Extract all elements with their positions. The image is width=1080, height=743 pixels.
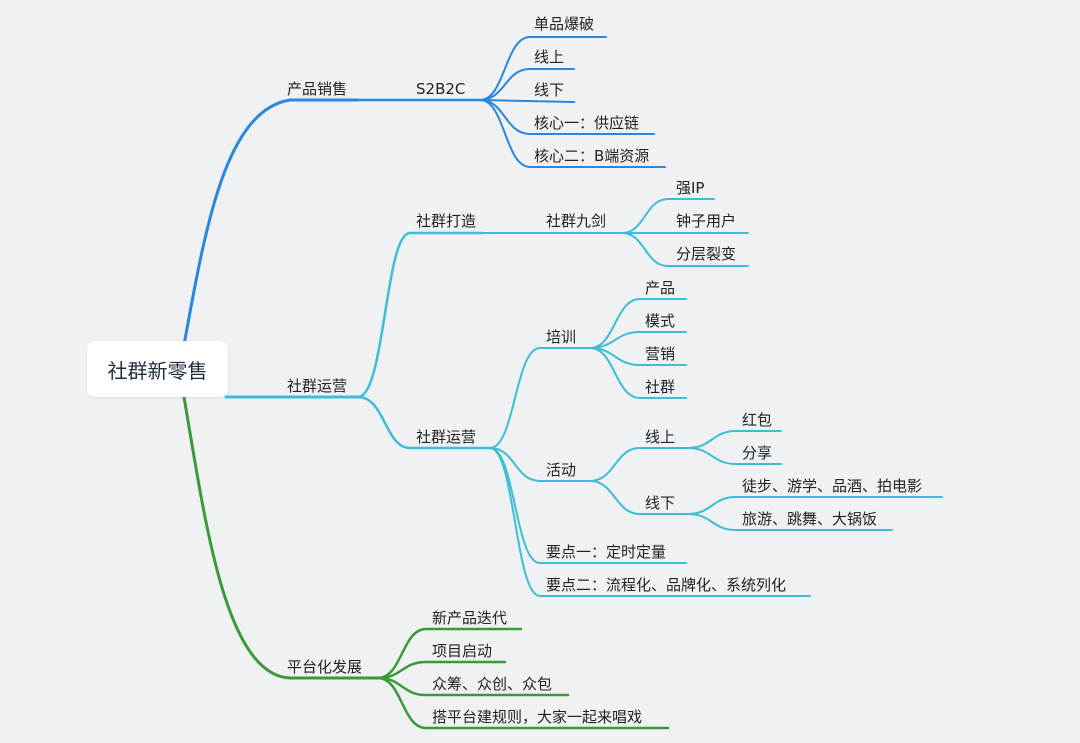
node-training-item[interactable]: 社群 xyxy=(645,378,676,396)
branch-platform-wires xyxy=(182,395,670,730)
wire-root-sales xyxy=(182,98,359,347)
node-platform[interactable]: 平台化发展 xyxy=(287,658,363,676)
wire-offline-item-1 xyxy=(687,513,893,531)
wire-platform-item-3 xyxy=(376,676,670,730)
node-ops-point1[interactable]: 要点一：定时定量 xyxy=(546,543,667,561)
node-ops-point2[interactable]: 要点二：流程化、品牌化、系统列化 xyxy=(546,576,787,594)
node-nine-item[interactable]: 分层裂变 xyxy=(676,245,737,263)
node-online-item[interactable]: 红包 xyxy=(742,411,773,429)
node-online-item[interactable]: 分享 xyxy=(742,444,773,462)
node-platform-item[interactable]: 众筹、众创、众包 xyxy=(432,675,553,693)
root-node[interactable]: 社群新零售 xyxy=(87,341,228,397)
node-activity[interactable]: 活动 xyxy=(546,461,577,479)
node-training-item[interactable]: 模式 xyxy=(645,312,676,330)
node-s2b2c-item[interactable]: 线下 xyxy=(534,81,565,99)
node-activity-offline[interactable]: 线下 xyxy=(645,494,676,512)
node-s2b2c-item[interactable]: 核心一：供应链 xyxy=(534,114,640,132)
node-s2b2c-item[interactable]: 核心二：B端资源 xyxy=(534,147,650,165)
wire-online-item-1 xyxy=(687,447,782,465)
wire-ops-training xyxy=(489,347,591,449)
node-sales[interactable]: 产品销售 xyxy=(287,80,348,98)
wire-online-item-0 xyxy=(687,430,782,449)
wire-training-item-0 xyxy=(589,298,687,349)
wire-s2b2c-item-1 xyxy=(479,68,575,101)
node-offline-item[interactable]: 旅游、跳舞、大锅饭 xyxy=(742,510,878,528)
wire-s2b2c-item-2 xyxy=(479,99,575,103)
wire-training-item-3 xyxy=(589,347,687,399)
node-training-item[interactable]: 产品 xyxy=(645,279,676,297)
wire-activity-online xyxy=(589,447,689,482)
node-s2b2c[interactable]: S2B2C xyxy=(416,80,466,98)
wire-community-ops xyxy=(356,395,492,450)
node-offline-item[interactable]: 徒步、游学、品酒、拍电影 xyxy=(742,477,923,495)
wire-ops-point2 xyxy=(489,447,811,597)
node-platform-item[interactable]: 项目启动 xyxy=(432,642,493,660)
wire-community-build xyxy=(356,231,484,399)
node-community[interactable]: 社群运营 xyxy=(287,377,348,395)
wire-training-item-1 xyxy=(589,331,687,349)
node-nine-swords[interactable]: 社群九剑 xyxy=(546,212,607,230)
node-s2b2c-item[interactable]: 线上 xyxy=(534,48,565,66)
node-training[interactable]: 培训 xyxy=(546,328,577,346)
wire-platform-item-0 xyxy=(376,627,523,680)
node-nine-item[interactable]: 强IP xyxy=(676,179,705,197)
wire-nine-item-0 xyxy=(621,198,715,234)
wire-nine-item-2 xyxy=(621,232,749,267)
node-s2b2c-item[interactable]: 单品爆破 xyxy=(534,15,595,33)
wire-s2b2c-item-4 xyxy=(479,99,666,168)
node-platform-item[interactable]: 搭平台建规则，大家一起来唱戏 xyxy=(432,708,643,726)
node-platform-item[interactable]: 新产品迭代 xyxy=(432,609,508,627)
node-training-item[interactable]: 营销 xyxy=(645,345,676,363)
wire-training-item-2 xyxy=(589,347,687,366)
node-nine-item[interactable]: 钟子用户 xyxy=(676,212,737,230)
wire-offline-item-0 xyxy=(687,496,943,515)
wire-ops-activity xyxy=(489,447,591,482)
node-activity-online[interactable]: 线上 xyxy=(645,428,676,446)
wire-root-platform xyxy=(182,395,380,680)
wire-activity-offline xyxy=(589,480,689,515)
wire-s2b2c-item-0 xyxy=(479,36,607,101)
branch-community-wires xyxy=(224,198,943,597)
branch-sales-wires xyxy=(182,36,666,347)
node-community-build[interactable]: 社群打造 xyxy=(416,212,477,230)
node-community-ops[interactable]: 社群运营 xyxy=(416,428,477,446)
